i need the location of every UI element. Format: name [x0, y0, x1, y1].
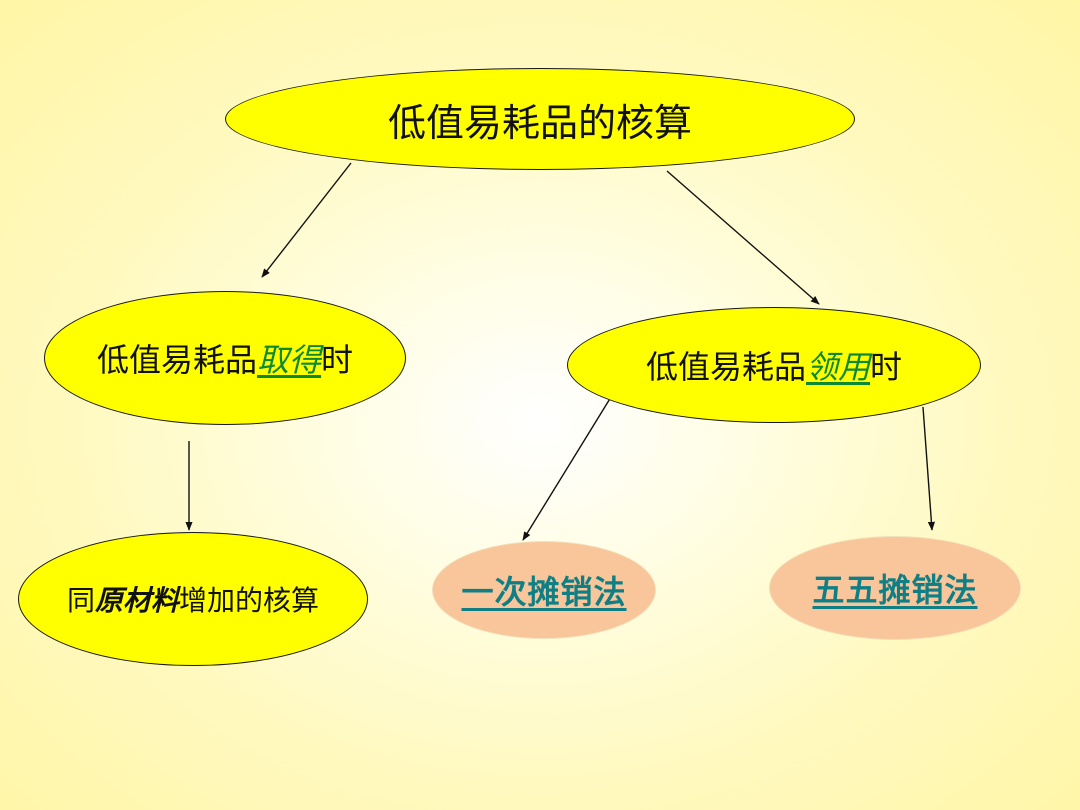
root-node: 低值易耗品的核算	[225, 68, 855, 170]
use-node-prefix: 低值易耗品	[645, 348, 806, 386]
arrow-root-to-acquire	[261, 162, 352, 278]
acquire-link[interactable]: 取得	[256, 341, 321, 379]
use-node-suffix: 时	[870, 348, 903, 386]
one-time-method-node: 一次摊销法	[432, 541, 656, 639]
root-node-label: 低值易耗品的核算	[387, 100, 692, 145]
fifty-fifty-method-node: 五五摊销法	[769, 536, 1021, 640]
arrow-use-to-one-time	[522, 396, 612, 541]
use-link[interactable]: 领用	[805, 348, 870, 386]
use-node: 低值易耗品领用时	[567, 307, 981, 423]
acquire-node-prefix: 低值易耗品	[96, 341, 257, 379]
raw-material-emphasis: 原材料	[94, 584, 179, 617]
same-node-prefix: 同	[66, 584, 95, 617]
arrow-root-to-use	[666, 170, 820, 305]
acquire-node: 低值易耗品取得时	[44, 291, 406, 425]
fifty-fifty-method-link[interactable]: 五五摊销法	[812, 571, 978, 609]
same-node-suffix: 增加的核算	[179, 584, 320, 617]
acquire-node-suffix: 时	[321, 341, 354, 379]
arrow-use-to-fifty-fifty	[922, 406, 935, 531]
one-time-method-link[interactable]: 一次摊销法	[461, 573, 627, 611]
same-as-material-node: 同原材料增加的核算	[18, 532, 368, 666]
